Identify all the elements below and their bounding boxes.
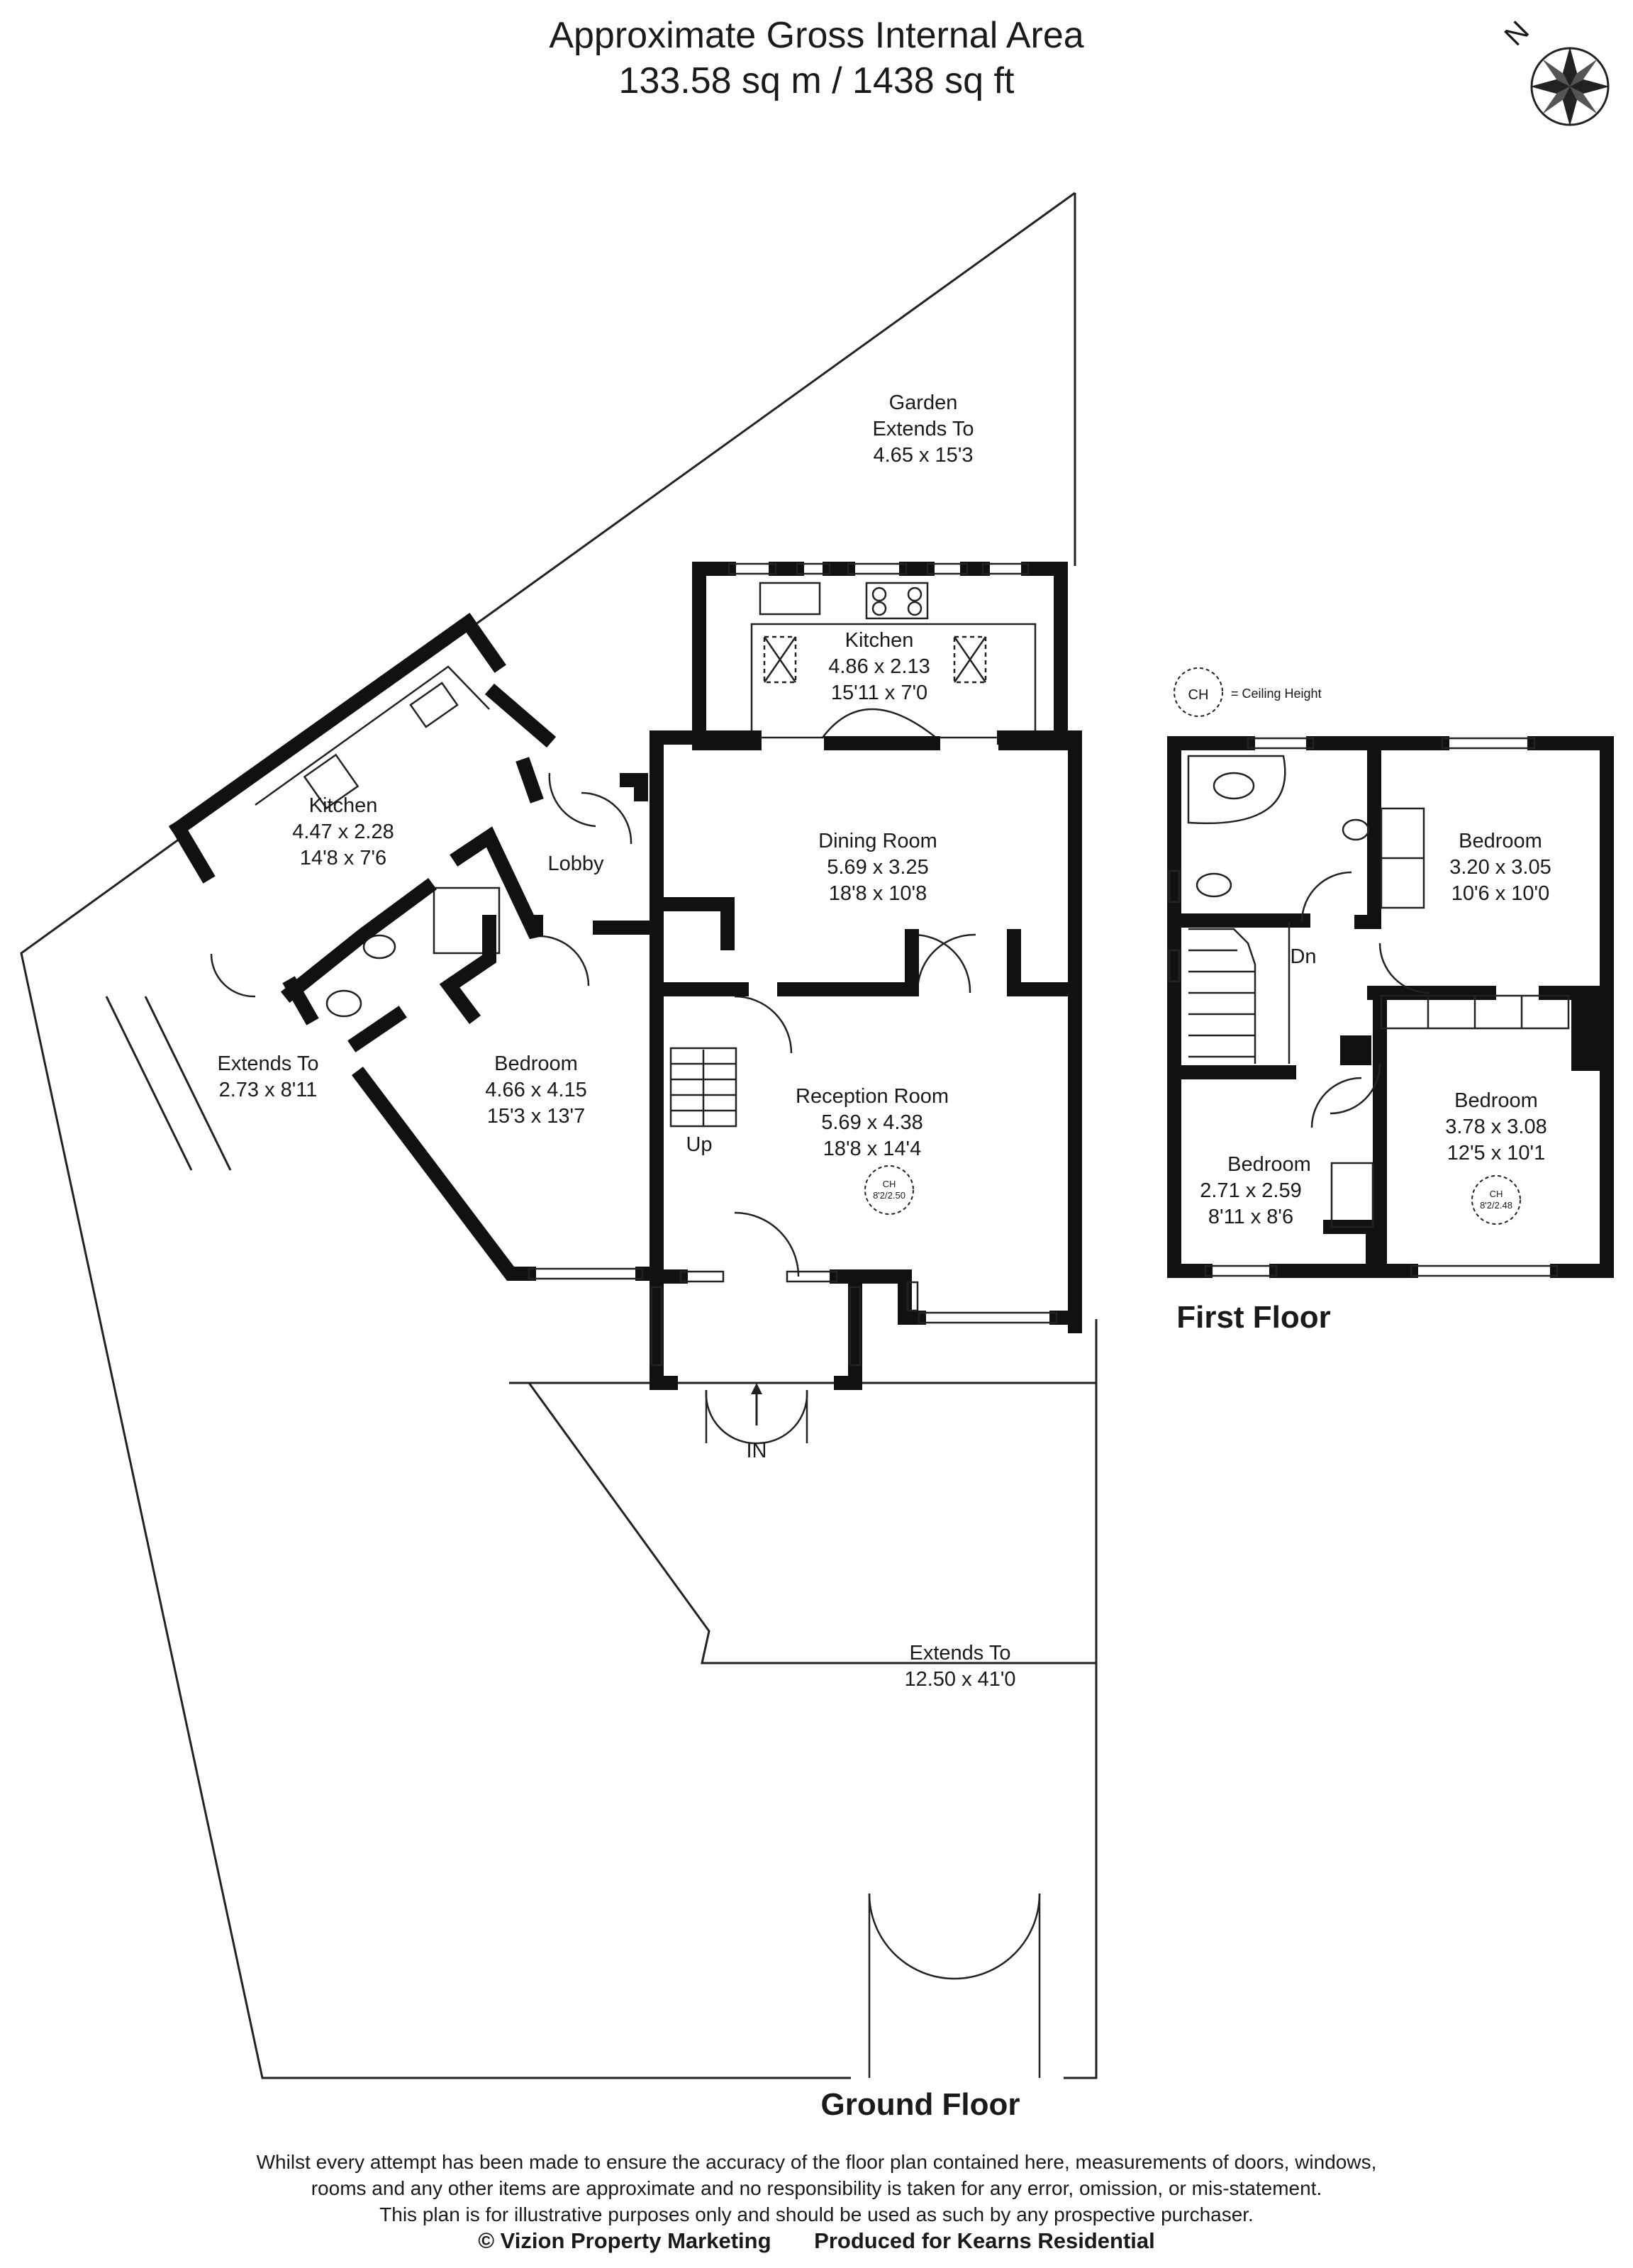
legend-text: = Ceiling Height	[1231, 686, 1322, 701]
side-kitchen-metric: 4.47 x 2.28	[292, 821, 394, 843]
garden-label: Garden	[889, 391, 958, 414]
ground-floor-windows	[528, 562, 1058, 1367]
area-value: 133.58 sq m / 1438 sq ft	[618, 60, 1015, 101]
side-kitchen-name: Kitchen	[309, 794, 378, 817]
front-extends-label: Extends To	[910, 1642, 1011, 1664]
ff-bedroom-1-imperial: 10'6 x 10'0	[1451, 882, 1549, 905]
garden-extends-label: Extends To	[873, 418, 974, 440]
ff-bedroom-3-imperial: 8'11 x 8'6	[1208, 1206, 1293, 1228]
bedroom-name: Bedroom	[494, 1052, 578, 1075]
ff-ch-symbol: CH	[1490, 1189, 1503, 1199]
dining-room-name: Dining Room	[818, 830, 937, 852]
kitchen-imperial: 15'11 x 7'0	[831, 682, 927, 704]
credits: © Vizion Property Marketing Produced for…	[0, 2228, 1633, 2254]
front-extends-dims: 12.50 x 41'0	[904, 1668, 1015, 1691]
kitchen-name: Kitchen	[845, 629, 914, 652]
lobby-name: Lobby	[547, 852, 604, 875]
dining-room-metric: 5.69 x 3.25	[827, 856, 929, 879]
dining-room-imperial: 18'8 x 10'8	[829, 882, 927, 905]
side-kitchen-imperial: 14'8 x 7'6	[300, 847, 386, 869]
bedroom-metric: 4.66 x 4.15	[485, 1079, 587, 1101]
compass-icon: N	[1499, 16, 1610, 126]
first-floor-fixtures	[1168, 737, 1570, 1277]
reception-room-imperial: 18'8 x 14'4	[823, 1138, 921, 1160]
entrance-arrow-icon	[751, 1383, 762, 1394]
disclaimer-line: Whilst every attempt has been made to en…	[256, 2151, 1377, 2173]
first-floor-walls	[1167, 736, 1614, 1278]
garden-outline	[20, 191, 1098, 2079]
disclaimer-line: rooms and any other items are approximat…	[311, 2177, 1322, 2199]
garden-dims: 4.65 x 15'3	[874, 444, 974, 467]
first-floor-label: First Floor	[1176, 1300, 1331, 1335]
entrance-label: IN	[747, 1440, 767, 1462]
ff-bedroom-1-name: Bedroom	[1459, 830, 1542, 852]
copyright: © Vizion Property Marketing	[478, 2228, 771, 2253]
bedroom-imperial: 15'3 x 13'7	[487, 1105, 585, 1128]
ff-bedroom-2-metric: 3.78 x 3.08	[1445, 1116, 1547, 1138]
reception-room-name: Reception Room	[796, 1085, 949, 1108]
ground-floor-label: Ground Floor	[820, 2087, 1020, 2122]
ff-bedroom-1-metric: 3.20 x 3.05	[1449, 856, 1551, 879]
reception-ch-value: 8'2/2.50	[873, 1190, 905, 1201]
side-extends-label: Extends To	[218, 1052, 319, 1075]
ff-bedroom-2-name: Bedroom	[1454, 1089, 1538, 1112]
first-floor-labels: Bedroom 3.20 x 3.05 10'6 x 10'0 Bedroom …	[1176, 830, 1551, 1335]
ff-bedroom-2-imperial: 12'5 x 10'1	[1447, 1142, 1545, 1164]
ground-floor-walls	[169, 562, 1082, 1390]
area-title: Approximate Gross Internal Area	[549, 15, 1084, 56]
ff-ch-value: 8'2/2.48	[1480, 1200, 1512, 1211]
disclaimer: Whilst every attempt has been made to en…	[0, 2149, 1633, 2228]
legend-symbol: CH	[1188, 687, 1209, 703]
ff-bedroom-3-name: Bedroom	[1227, 1153, 1311, 1176]
stairs-down-label: Dn	[1290, 945, 1316, 968]
stairs-up-label: Up	[686, 1133, 712, 1156]
ff-bedroom-3-metric: 2.71 x 2.59	[1200, 1179, 1302, 1202]
side-extends-dims: 2.73 x 8'11	[219, 1079, 318, 1101]
compass-north-label: N	[1499, 16, 1536, 52]
reception-room-metric: 5.69 x 4.38	[821, 1111, 923, 1134]
produced-for: Produced for Kearns Residential	[814, 2228, 1155, 2253]
ground-floor-labels: Garden Extends To 4.65 x 15'3 Kitchen 4.…	[218, 391, 1020, 2122]
kitchen-metric: 4.86 x 2.13	[828, 655, 930, 678]
reception-ch-symbol: CH	[883, 1179, 896, 1189]
plan-header: Approximate Gross Internal Area 133.58 s…	[0, 13, 1633, 104]
disclaimer-line: This plan is for illustrative purposes o…	[379, 2203, 1254, 2225]
ceiling-height-legend: CH = Ceiling Height	[1174, 667, 1322, 717]
